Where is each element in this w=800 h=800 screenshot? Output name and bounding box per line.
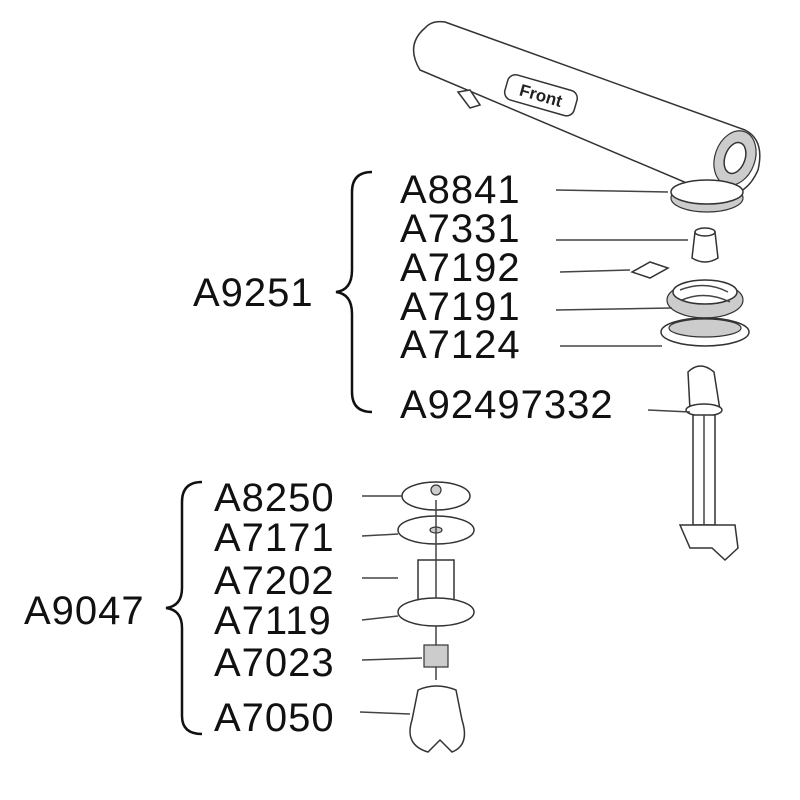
part-label: A7050	[214, 696, 335, 740]
part-label: A8250	[214, 476, 335, 520]
part-label: A7192	[400, 246, 521, 290]
part-label: A8841	[400, 168, 521, 212]
lower-parts	[397, 481, 475, 753]
part-label: A92497332	[400, 383, 614, 427]
faucet-spout: Front	[412, 20, 761, 197]
assembly-label-lower: A9047	[24, 589, 145, 633]
upper-parts	[630, 179, 750, 562]
part-label: A7023	[214, 641, 335, 685]
part-label: A7124	[400, 323, 521, 367]
leader-lines-upper	[555, 189, 691, 413]
leader-lines-lower	[359, 495, 423, 715]
part-label: A7331	[400, 207, 521, 251]
part-label: A7119	[214, 599, 332, 643]
assembly-label-upper: A9251	[193, 271, 314, 315]
brace-lower	[165, 480, 203, 736]
part-label: A7202	[214, 559, 335, 603]
brace-upper	[335, 170, 373, 414]
part-label: A7171	[214, 516, 335, 560]
part-label: A7191	[400, 285, 521, 329]
